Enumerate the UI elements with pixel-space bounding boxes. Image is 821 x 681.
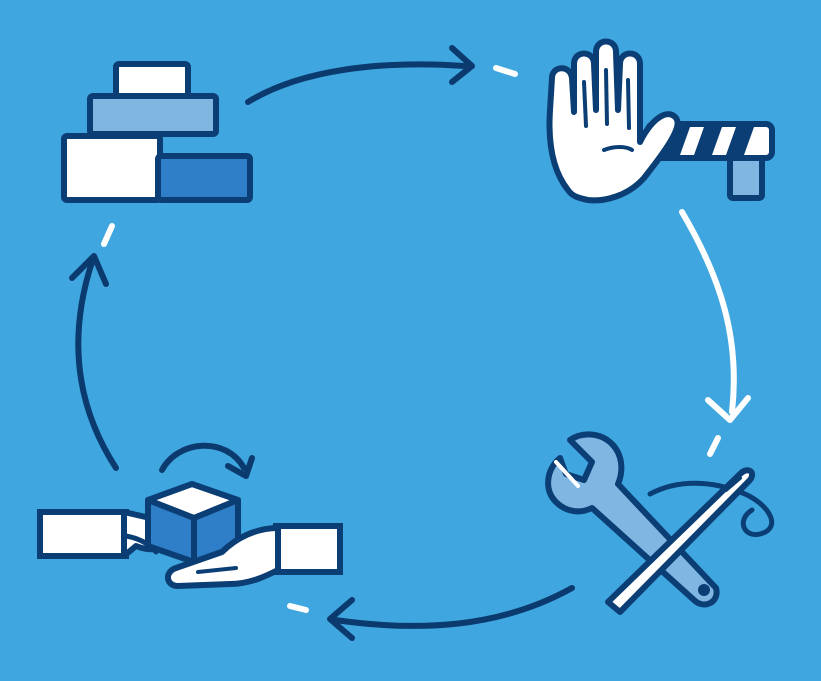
arrow-stop-to-repair: [679, 209, 751, 457]
wrench-icon: [545, 431, 720, 608]
arrow-stack-to-stop: [245, 45, 518, 105]
stop-hand-barrier-icon: [546, 38, 775, 204]
arrowhead: [449, 45, 475, 85]
arrow-repair-to-handover: [287, 585, 575, 641]
arrowhead: [705, 395, 751, 423]
hands-exchanging-box-icon: [37, 442, 343, 589]
barrier-gate-icon: [645, 121, 775, 201]
hand-icon: [546, 38, 681, 204]
dash-mark: [101, 223, 115, 247]
dash-mark: [287, 603, 309, 613]
dash-mark: [707, 435, 721, 457]
needle-icon: [605, 467, 756, 615]
dash-mark: [493, 65, 518, 77]
arrowhead: [327, 597, 355, 641]
arrowhead: [69, 253, 109, 287]
exchange-arrow-icon: [159, 442, 255, 479]
thread-icon: [647, 480, 775, 538]
right-hand-icon: [165, 523, 343, 589]
stacked-blocks-icon: [61, 61, 253, 203]
wrench-and-needle-icon: [545, 431, 775, 615]
arrow-handover-to-stack: [69, 223, 119, 471]
